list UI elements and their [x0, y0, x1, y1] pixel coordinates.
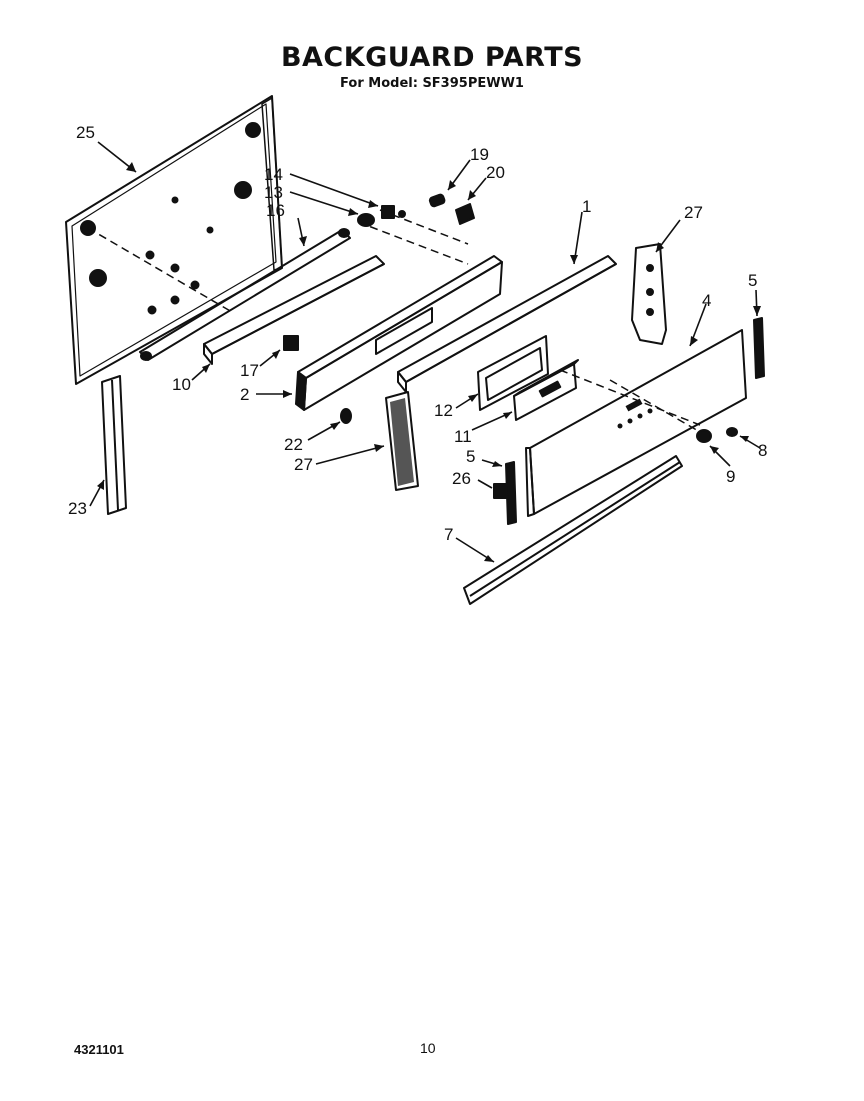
callout-16: 16: [266, 201, 285, 220]
leader-lines: [89, 141, 761, 563]
callout-9: 9: [726, 467, 735, 486]
part-11-display: [513, 359, 579, 421]
part-4-console-panel: [525, 329, 747, 517]
part-10-channel: [203, 255, 385, 365]
diagram-title: BACKGUARD PARTS: [280, 42, 584, 73]
callout-1: 1: [582, 197, 591, 216]
model-subtitle: For Model: SF395PEWW1: [340, 76, 524, 91]
part-22-screw: [340, 408, 352, 424]
callout-27-upper: 27: [684, 203, 703, 222]
part-12-window-frame: [477, 335, 549, 411]
callout-19: 19: [470, 145, 489, 164]
callout-8: 8: [758, 441, 767, 460]
part-5-end-cap-right: [753, 317, 765, 379]
callout-23: 23: [68, 499, 87, 518]
part-13-fitting: [357, 213, 375, 227]
part-14-clip: [381, 205, 406, 219]
callout-25: 25: [76, 123, 95, 142]
part-23-side-trim: [101, 375, 127, 515]
part-2-housing: [295, 255, 503, 411]
part-20-bracket: [455, 203, 475, 225]
callout-17: 17: [240, 361, 259, 380]
part-9-knob: [696, 429, 712, 443]
document-number: 4321101: [74, 1042, 124, 1057]
alignment-lines: [87, 209, 701, 433]
callout-14: 14: [264, 165, 283, 184]
callout-5-right: 5: [748, 271, 757, 290]
callout-27-lower: 27: [294, 455, 313, 474]
callout-20: 20: [486, 163, 505, 182]
part-5-end-cap-left: [505, 461, 517, 525]
part-27-insulation: [385, 391, 419, 491]
callout-4: 4: [702, 291, 711, 310]
part-26-clip: [493, 483, 507, 499]
part-16-rod: [139, 228, 351, 361]
part-19-knob: [428, 193, 446, 208]
callout-7: 7: [444, 525, 453, 544]
callout-13: 13: [264, 183, 283, 202]
part-25-back-panel: [65, 95, 283, 385]
callout-2: 2: [240, 385, 249, 404]
part-1-trim: [397, 255, 617, 393]
part-8-screw: [726, 427, 738, 437]
page-number: 10: [420, 1040, 436, 1056]
callout-11: 11: [454, 427, 472, 446]
callout-12: 12: [434, 401, 453, 420]
callout-5-left: 5: [466, 447, 475, 466]
leader-arrowheads: [97, 162, 761, 562]
callout-26: 26: [452, 469, 471, 488]
part-17-clip: [283, 335, 299, 351]
part-7-bottom-trim: [463, 455, 683, 605]
callout-10: 10: [172, 375, 191, 394]
callout-22: 22: [284, 435, 303, 454]
part-27-bracket: [631, 243, 667, 345]
